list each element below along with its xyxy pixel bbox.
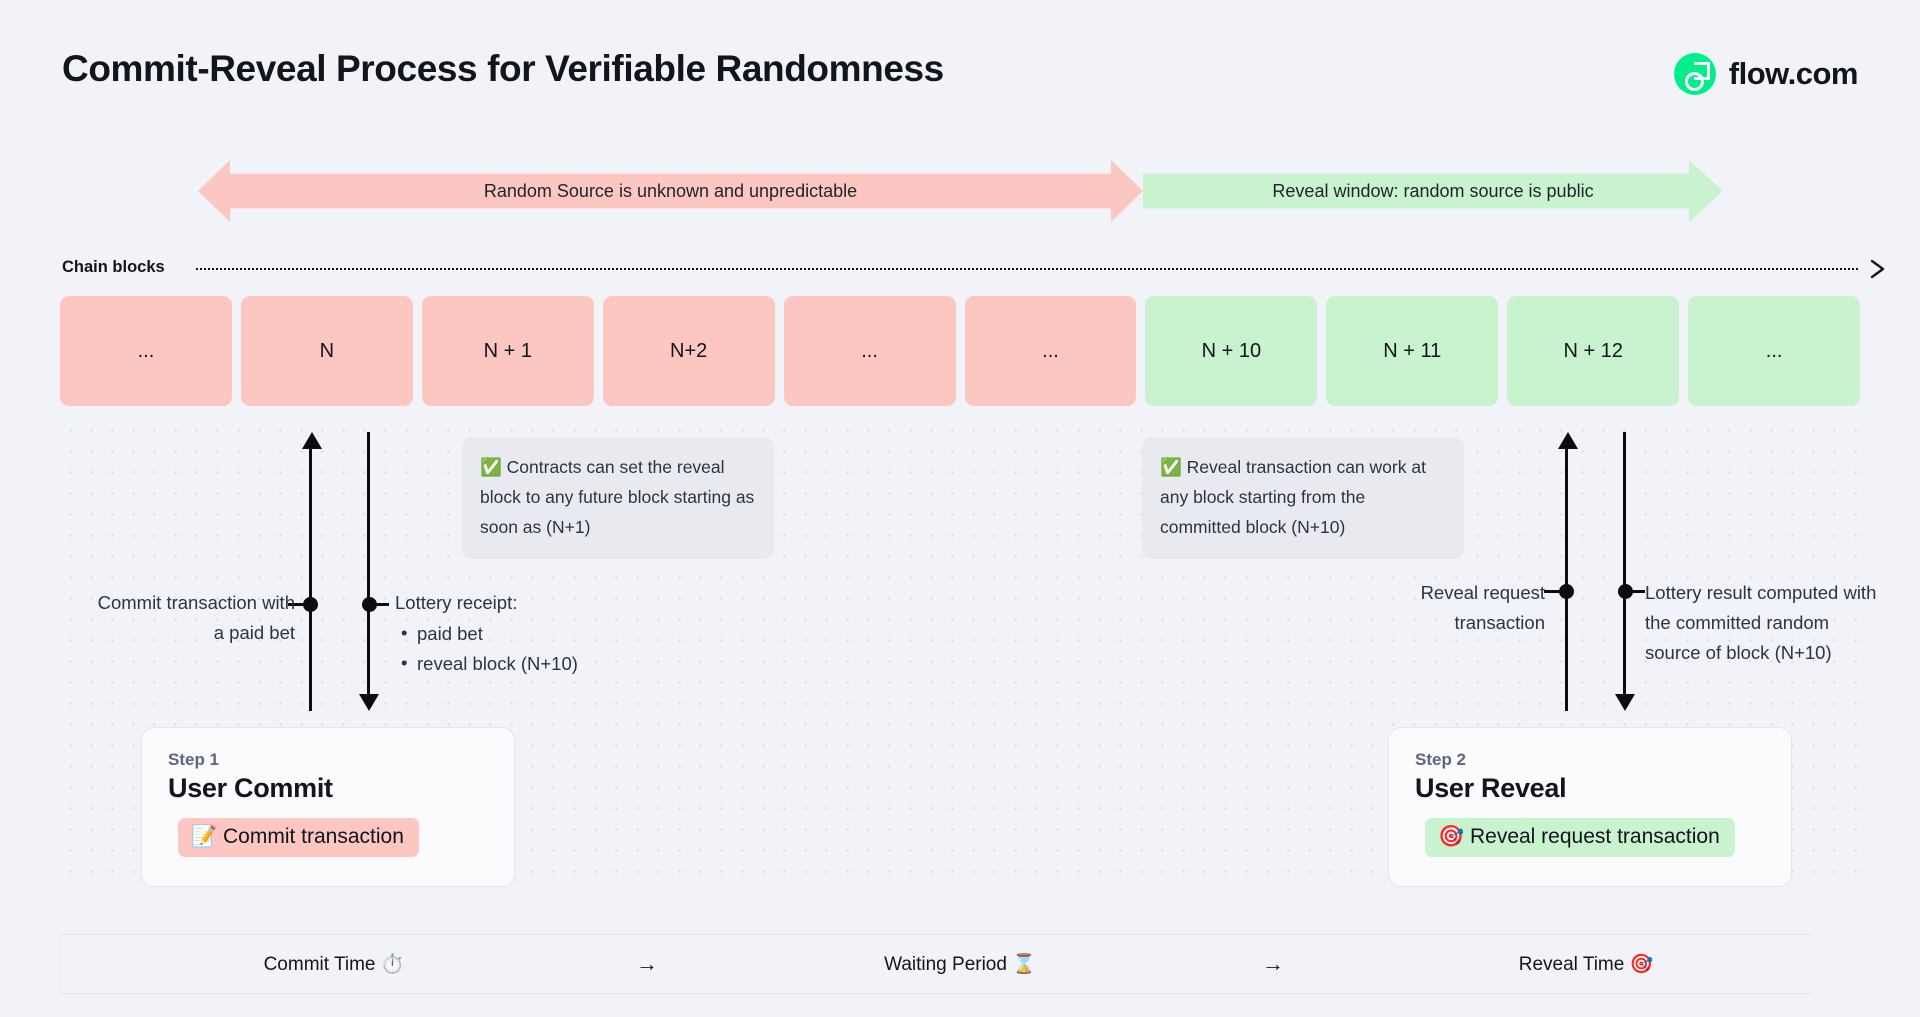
callout-reveal-transaction-window: ✅ Reveal transaction can work at any blo… [1142,437,1464,559]
timeline-segment: Waiting Period ⌛ [884,954,1036,975]
label-lottery-result: Lottery result computed with the committ… [1645,582,1877,663]
chain-block: ... [1688,296,1861,406]
axis-lottery-result-arrow-down-icon [1615,694,1635,711]
timeline-segment: Commit Time ⏱️ [263,954,405,975]
axis-reveal-request-dot [1559,584,1574,599]
timeline-segment: Reveal Time 🎯 [1518,954,1654,975]
label-lottery-receipt: Lottery receipt: paid betreveal block (N… [395,588,675,679]
chain-blocks-label: Chain blocks [62,258,165,276]
label-reveal-request-transaction: Reveal request transaction [1420,582,1545,633]
lottery-receipt-list: paid betreveal block (N+10) [395,618,675,679]
axis-receipt-line [367,432,370,695]
step-2-title: User Reveal [1415,773,1567,803]
page-title: Commit-Reveal Process for Verifiable Ran… [62,48,944,89]
banner-unknown-window-label: Random Source is unknown and unpredictab… [483,180,858,201]
chain-block: N + 10 [1145,296,1318,406]
chain-block: N + 1 [421,296,594,406]
step-card-user-commit[interactable]: Step 1 User Commit 📝 Commit transaction [141,727,515,887]
step-card-user-reveal[interactable]: Step 2 User Reveal 🎯 Reveal request tran… [1388,727,1792,887]
bottom-timeline: Commit Time ⏱️ → Waiting Period ⌛ → Reveal T… [60,934,1860,994]
axis-lottery-result-dot [1618,584,1633,599]
axis-receipt-arrow-down-icon [359,694,379,711]
axis-lottery-result-line [1623,432,1626,695]
chain-block: ... [60,296,232,406]
step-1-title: User Commit [168,773,333,803]
axis-reveal-request-line [1565,448,1568,711]
axis-reveal-request-arrow-up-icon [1558,432,1578,449]
lottery-receipt-item: reveal block (N+10) [395,648,675,679]
lottery-receipt-item: paid bet [395,618,675,649]
step-2-kicker: Step 2 [1415,750,1467,769]
axis-receipt-dot [362,597,377,612]
flow-logo-icon [1673,53,1716,95]
axis-commit-line [309,448,312,711]
label-commit-transaction: Commit transaction with a paid bet [97,592,295,643]
step-1-pill-commit-transaction[interactable]: 📝 Commit transaction [178,818,419,857]
brand-name: flow.com [1728,56,1859,91]
chain-block: N+2 [602,296,775,406]
axis-commit-arrow-up-icon [302,432,322,449]
timeline-arrow-icon: → [1262,951,1284,976]
chain-block: N + 12 [1507,296,1680,406]
banner-reveal-window: Reveal window: random source is public [1143,160,1723,222]
timeline-arrow-icon: → [636,951,658,976]
banner-reveal-window-label: Reveal window: random source is public [1272,180,1594,201]
step-1-kicker: Step 1 [168,750,220,769]
chain-block: ... [783,296,956,406]
banner-unknown-window: Random Source is unknown and unpredictab… [198,160,1143,222]
chain-block: ... [964,296,1137,406]
lottery-receipt-title: Lottery receipt: [395,592,518,613]
axis-commit-stub [288,603,314,606]
callout-contracts-reveal-block: ✅ Contracts can set the reveal block to … [462,437,774,559]
chain-axis-dotted-line [196,268,1858,270]
chain-block: N [240,296,413,406]
step-2-pill-reveal-request-transaction[interactable]: 🎯 Reveal request transaction [1425,818,1735,857]
brand-logo: flow.com [1673,53,1859,95]
chain-block: N + 11 [1326,296,1499,406]
axis-commit-dot [303,597,318,612]
axis-reveal-request-stub [1544,590,1570,593]
